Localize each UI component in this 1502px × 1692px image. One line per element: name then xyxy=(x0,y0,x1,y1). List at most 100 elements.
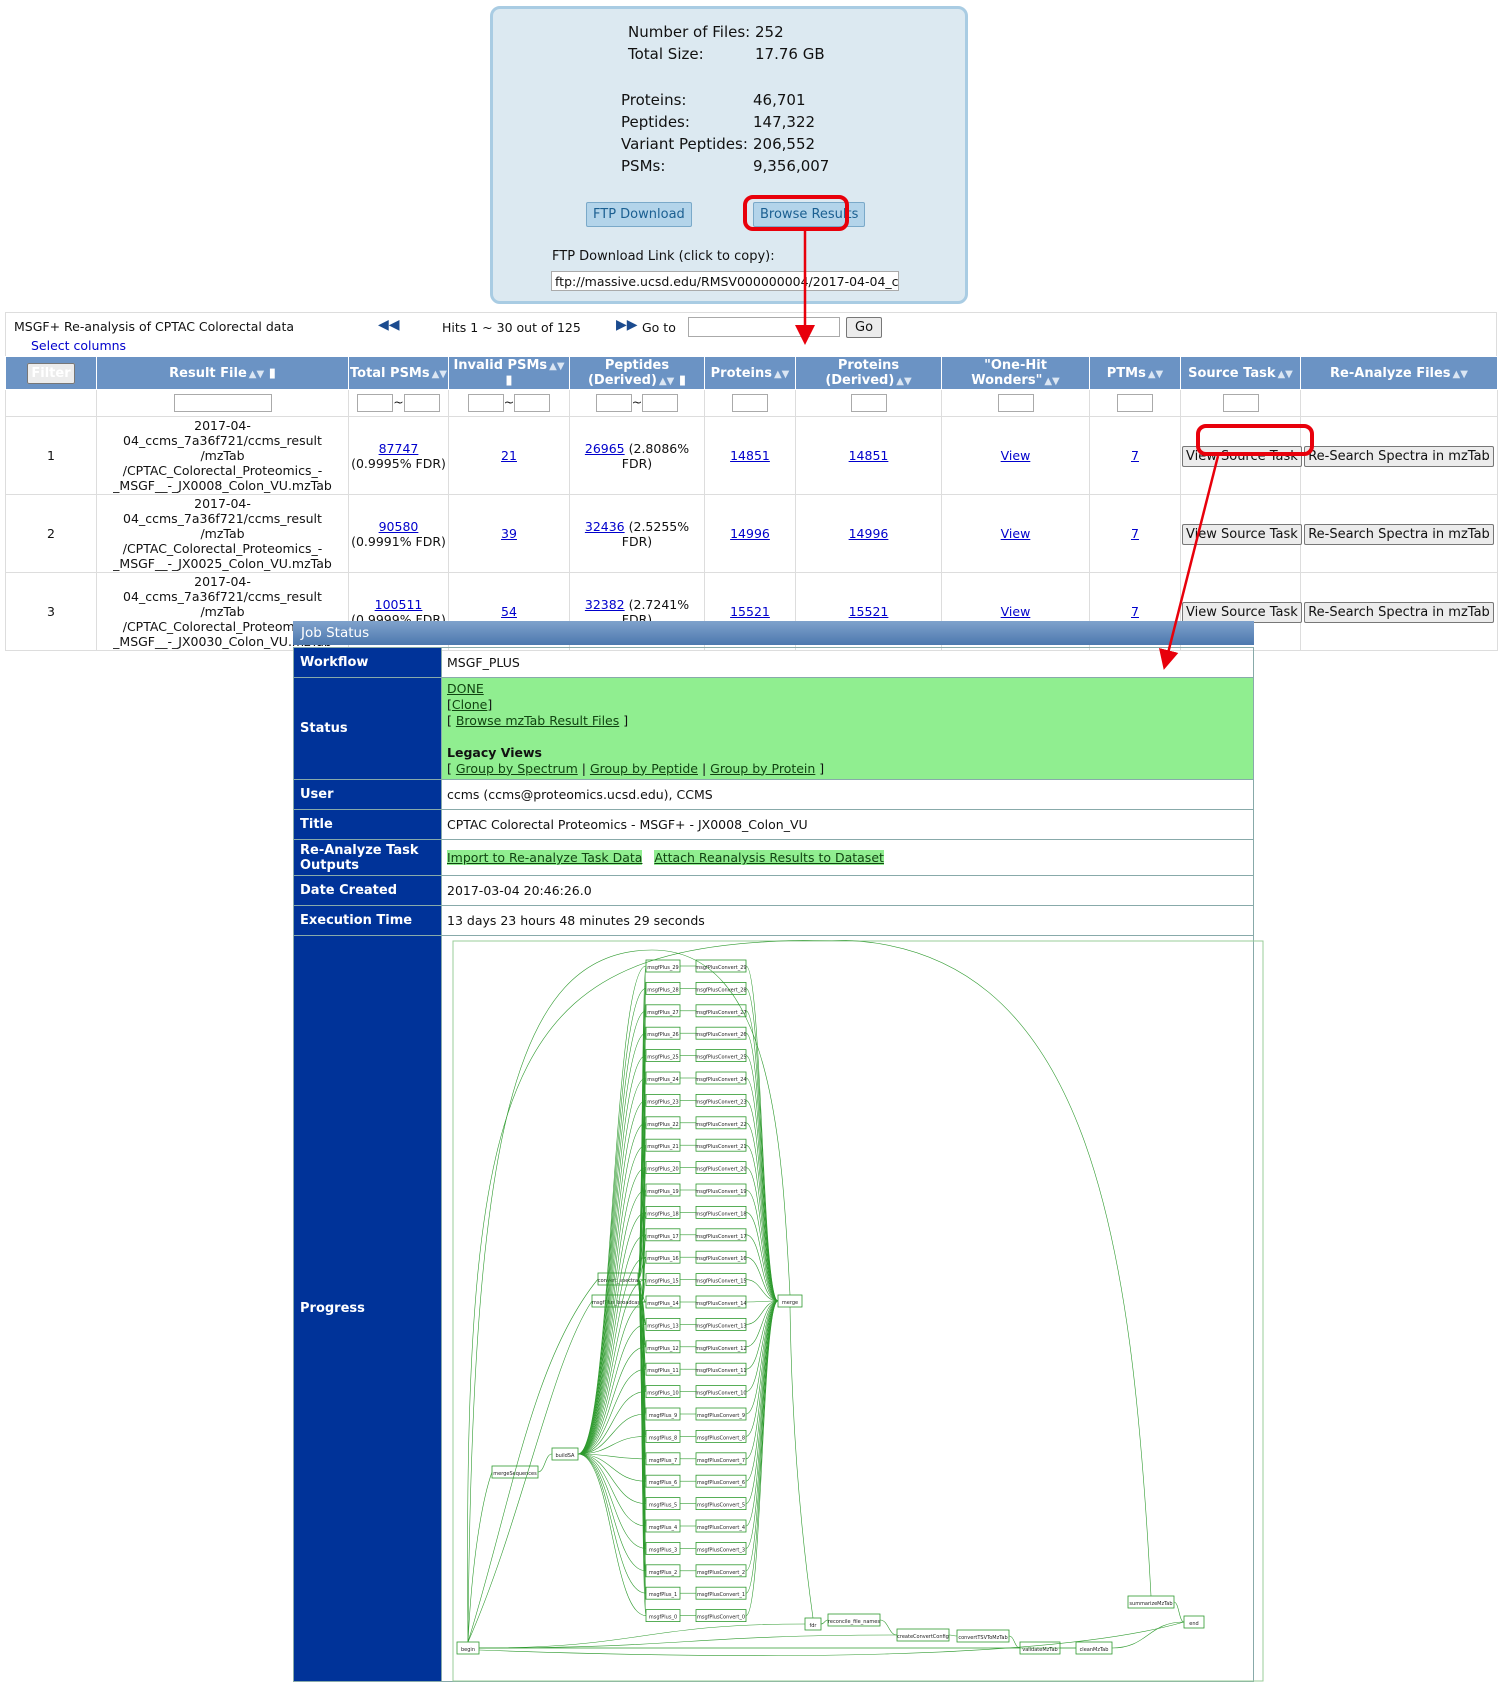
group-by-spectrum-link[interactable]: Group by Spectrum xyxy=(455,760,578,776)
filter-input[interactable] xyxy=(357,394,394,412)
sort-icon[interactable]: ▲▼ xyxy=(1452,368,1468,380)
col-ptms[interactable]: PTMs▲▼ xyxy=(1089,356,1181,390)
one-hit-view-link[interactable]: View xyxy=(1000,448,1031,463)
execution-time-value: 13 days 23 hours 48 minutes 29 seconds xyxy=(441,905,1254,936)
filter-input[interactable] xyxy=(732,394,768,412)
proteins-derived-link[interactable]: 14851 xyxy=(848,448,889,463)
convert-11-label: msgfPlusConvert_11 xyxy=(695,1368,746,1374)
total-psms-link[interactable]: 100511 xyxy=(374,596,423,612)
sort-icon[interactable]: ▲▼ xyxy=(1147,368,1164,380)
sort-icon[interactable]: ▲▼ xyxy=(773,368,790,380)
invalid-psms-link[interactable]: 54 xyxy=(501,604,517,619)
graph-edge xyxy=(1008,1635,1021,1649)
ftp-download-button[interactable]: FTP Download xyxy=(586,202,692,227)
view-source-task-button[interactable]: View Source Task xyxy=(1182,601,1302,623)
one-hit-view-link[interactable]: View xyxy=(1000,526,1031,541)
msgf-10-label: msgfPlus_10 xyxy=(647,1391,678,1397)
filter-input[interactable] xyxy=(595,394,632,412)
peptides-link[interactable]: 26965 xyxy=(584,440,625,456)
filter-input[interactable] xyxy=(514,394,551,412)
proteins-derived-link[interactable]: 15521 xyxy=(848,604,889,619)
select-columns-link[interactable]: Select columns xyxy=(31,338,127,353)
sort-icon[interactable]: ▲▼ xyxy=(658,376,675,387)
proteins-link[interactable]: 15521 xyxy=(730,604,770,619)
ptms-link[interactable]: 7 xyxy=(1131,526,1139,541)
filter-input[interactable] xyxy=(173,394,272,412)
research-spectra-button[interactable]: Re-Search Spectra in mzTab xyxy=(1304,445,1494,467)
filter-input[interactable] xyxy=(1222,394,1259,412)
first-page-icon[interactable]: ◀◀ xyxy=(378,317,400,333)
view-source-task-button[interactable]: View Source Task xyxy=(1182,523,1302,545)
research-spectra-button[interactable]: Re-Search Spectra in mzTab xyxy=(1304,523,1494,545)
sort-icon[interactable]: ▲▼ xyxy=(1044,376,1060,387)
col-source-task[interactable]: Source Task▲▼ xyxy=(1180,356,1301,390)
graph-edge xyxy=(577,1453,647,1527)
ptms-link[interactable]: 7 xyxy=(1131,448,1139,463)
browse-mztab-link[interactable]: Browse mzTab Result Files xyxy=(455,712,620,728)
col-total-psms[interactable]: Total PSMs▲▼ xyxy=(348,356,449,390)
research-spectra-button[interactable]: Re-Search Spectra in mzTab xyxy=(1304,601,1494,623)
graph-edge xyxy=(820,1619,829,1625)
graph-edge xyxy=(577,988,647,1455)
graph-edge xyxy=(745,1189,779,1302)
clone-link[interactable]: Clone xyxy=(451,696,488,712)
invalid-psms-link[interactable]: 21 xyxy=(501,448,517,463)
col-reanalyze-files[interactable]: Re-Analyze Files▲▼ xyxy=(1300,356,1498,390)
filter-input[interactable] xyxy=(1117,394,1153,412)
graph-edge xyxy=(745,1279,779,1302)
filter-input[interactable] xyxy=(403,394,440,412)
convert-16-label: msgfPlusConvert_16 xyxy=(695,1256,746,1262)
build-sa-label: buildSA xyxy=(556,1453,576,1459)
peptides-link[interactable]: 32436 xyxy=(584,518,625,534)
sort-icon[interactable]: ▲▼ xyxy=(549,361,565,372)
col-proteins[interactable]: Proteins▲▼ xyxy=(704,356,796,390)
filter-input[interactable] xyxy=(997,394,1034,412)
filter-input[interactable] xyxy=(642,394,679,412)
col-result-file[interactable]: Result File▲▼ ▮ xyxy=(96,356,349,390)
group-by-peptide-link[interactable]: Group by Peptide xyxy=(589,760,698,776)
col-invalid-psms[interactable]: Invalid PSMs▲▼ ▮ xyxy=(448,356,570,390)
col-proteins-derived[interactable]: Proteins (Derived)▲▼ xyxy=(795,356,942,390)
convert-1-label: msgfPlusConvert_1 xyxy=(697,1592,745,1598)
graph-edge xyxy=(467,1278,599,1643)
total-psms-link[interactable]: 87747 xyxy=(378,440,419,456)
sort-icon[interactable]: ▲▼ xyxy=(1277,368,1293,380)
convert-17-label: msgfPlusConvert_17 xyxy=(695,1234,746,1240)
one-hit-view-link[interactable]: View xyxy=(1000,604,1031,619)
title-value: CPTAC Colorectal Proteomics - MSGF+ - JX… xyxy=(441,809,1254,840)
graph-edge xyxy=(577,1391,647,1455)
group-by-protein-link[interactable]: Group by Protein xyxy=(710,760,816,776)
peptides-link[interactable]: 32382 xyxy=(584,596,625,612)
status-done-link[interactable]: DONE xyxy=(447,680,484,696)
go-button[interactable]: Go xyxy=(846,317,883,338)
attach-reanalysis-link[interactable]: Attach Reanalysis Results to Dataset xyxy=(654,850,884,865)
graph-edge xyxy=(467,949,791,1643)
filter-header: Filter xyxy=(5,356,97,390)
filter-input[interactable] xyxy=(467,394,504,412)
import-reanalyze-link[interactable]: Import to Re-analyze Task Data xyxy=(447,850,643,865)
end-label: end xyxy=(1189,1621,1198,1627)
col-peptides-derived[interactable]: Peptides (Derived)▲▼ ▮ xyxy=(569,356,705,390)
convert-10-label: msgfPlusConvert_10 xyxy=(695,1391,746,1397)
ftp-link-field[interactable]: ftp://massive.ucsd.edu/RMSV000000004/201… xyxy=(551,271,899,291)
goto-page-input[interactable] xyxy=(688,317,840,337)
proteins-derived-link[interactable]: 14996 xyxy=(848,526,889,541)
graph-edge xyxy=(467,1471,493,1643)
filter-button[interactable]: Filter xyxy=(27,362,75,384)
sort-icon[interactable]: ▲▼ xyxy=(896,376,912,387)
invalid-psms-link[interactable]: 39 xyxy=(501,526,517,541)
next-page-icon[interactable]: ▶▶ xyxy=(616,317,638,333)
msgf-4-label: msgfPlus_4 xyxy=(649,1525,677,1531)
convert-25-label: msgfPlusConvert_25 xyxy=(695,1055,746,1061)
sort-icon[interactable]: ▲▼ xyxy=(248,368,265,380)
col-one-hit-wonders[interactable]: "One-Hit Wonders"▲▼ xyxy=(941,356,1090,390)
filter-input[interactable] xyxy=(850,394,887,412)
convert-19-label: msgfPlusConvert_19 xyxy=(695,1189,746,1195)
total-psms-link[interactable]: 90580 xyxy=(378,518,419,534)
ptms-link[interactable]: 7 xyxy=(1131,604,1139,619)
proteins-link[interactable]: 14851 xyxy=(730,448,770,463)
sort-icon[interactable]: ▲▼ xyxy=(431,368,447,380)
proteins-link[interactable]: 14996 xyxy=(730,526,770,541)
graph-frame xyxy=(452,940,1264,1682)
